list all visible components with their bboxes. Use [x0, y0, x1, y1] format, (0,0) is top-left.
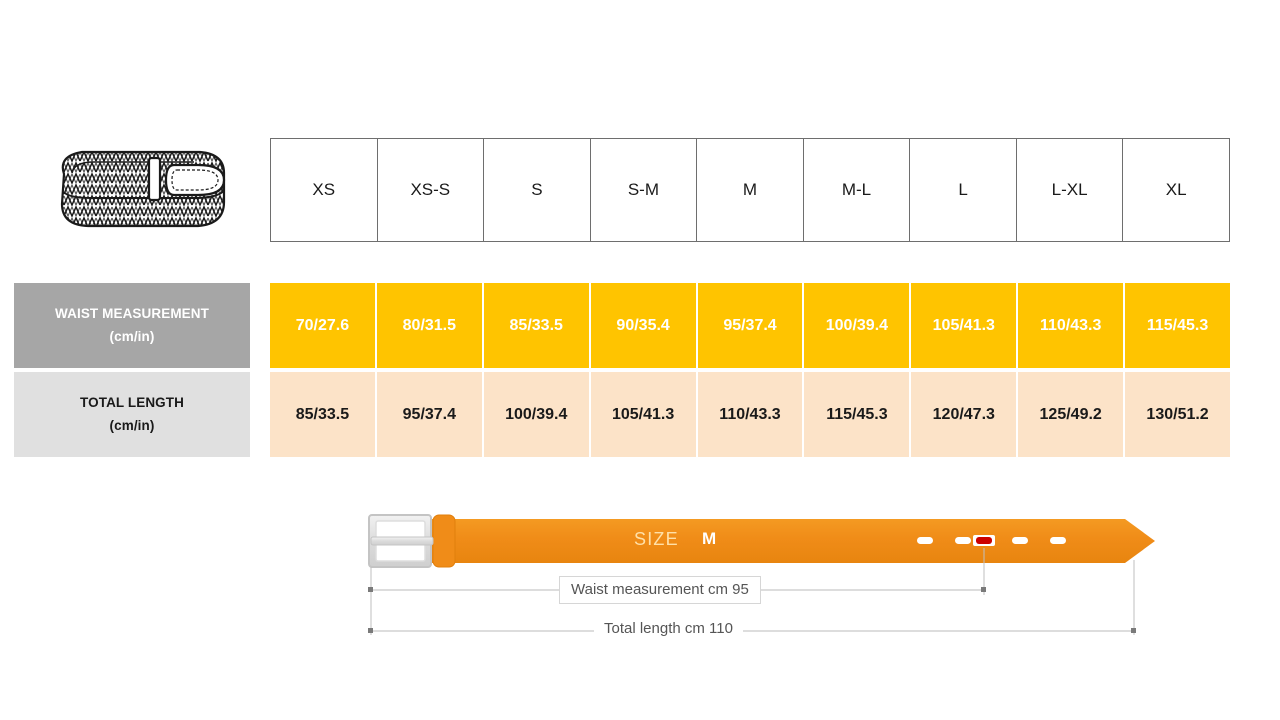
- length-value-cell: 130/51.2: [1125, 372, 1231, 457]
- belt-diagram-svg: [368, 514, 1155, 635]
- waist-value-cell: 100/39.4: [804, 283, 912, 368]
- length-dim-tick-right: [1131, 628, 1136, 633]
- size-header-cell: XL: [1122, 138, 1230, 242]
- length-value-cell: 120/47.3: [911, 372, 1019, 457]
- belt-buckle-prong: [370, 536, 434, 546]
- belt-hole: [1012, 537, 1028, 544]
- length-value-cell: 125/49.2: [1018, 372, 1126, 457]
- length-value-cell: 100/39.4: [483, 372, 591, 457]
- waist-label-line1: WAIST MEASUREMENT: [55, 305, 209, 321]
- length-dim-tick-left: [368, 628, 373, 633]
- size-header-cell: S-M: [589, 138, 698, 242]
- length-value-cell: 85/33.5: [270, 372, 377, 457]
- size-header-row: XS XS-S S S-M M M-L L L-XL XL: [270, 138, 1230, 242]
- size-header-table: XS XS-S S S-M M M-L L L-XL XL: [270, 138, 1230, 242]
- belt-hole: [1050, 537, 1066, 544]
- length-value-cell: 110/43.3: [697, 372, 805, 457]
- braided-belt-icon: [60, 150, 226, 228]
- size-header-cell: XS-S: [376, 138, 485, 242]
- waist-label-units: (cm/in): [109, 328, 155, 344]
- length-label-units: (cm/in): [109, 417, 155, 433]
- waist-value-cell: 115/45.3: [1125, 283, 1231, 368]
- waist-dimension-label: Waist measurement cm 95: [559, 576, 761, 604]
- total-length-value-cells: 85/33.5 95/37.4 100/39.4 105/41.3 110/43…: [270, 372, 1231, 457]
- total-length-row: TOTAL LENGTH (cm/in) 85/33.5 95/37.4 100…: [14, 372, 1231, 457]
- waist-value-cell: 70/27.6: [270, 283, 377, 368]
- waist-dim-tick-left: [368, 587, 373, 592]
- waist-measurement-label: WAIST MEASUREMENT (cm/in): [14, 283, 250, 368]
- size-header-cell: S: [483, 138, 591, 242]
- waist-value-cell: 85/33.5: [483, 283, 591, 368]
- total-length-dimension-label: Total length cm 110: [594, 618, 743, 639]
- length-value-cell: 105/41.3: [590, 372, 698, 457]
- belt-hole: [955, 537, 971, 544]
- product-illustration: [48, 140, 238, 240]
- waist-measurement-row: WAIST MEASUREMENT (cm/in) 70/27.6 80/31.…: [14, 283, 1231, 368]
- waist-value-cell: 80/31.5: [376, 283, 484, 368]
- belt-hole: [917, 537, 933, 544]
- size-header-cell: M: [696, 138, 804, 242]
- length-value-cell: 95/37.4: [376, 372, 484, 457]
- length-value-cell: 115/45.3: [804, 372, 912, 457]
- total-length-label: TOTAL LENGTH (cm/in): [14, 372, 250, 457]
- belt-keeper-loop: [432, 514, 456, 568]
- length-label-line1: TOTAL LENGTH: [80, 394, 184, 410]
- size-header-cell: M-L: [802, 138, 911, 242]
- waist-value-cell: 90/35.4: [590, 283, 698, 368]
- waist-dim-tick-right: [981, 587, 986, 592]
- belt-strap: [427, 519, 1155, 563]
- belt-hole-selected: [976, 537, 992, 544]
- size-header-cell: L: [909, 138, 1017, 242]
- waist-value-cell: 95/37.4: [697, 283, 805, 368]
- size-header-cell: L-XL: [1015, 138, 1124, 242]
- waist-value-cell: 105/41.3: [911, 283, 1019, 368]
- waist-value-cell: 110/43.3: [1018, 283, 1126, 368]
- belt-measurement-diagram: [355, 500, 1155, 660]
- waist-value-cells: 70/27.6 80/31.5 85/33.5 90/35.4 95/37.4 …: [270, 283, 1231, 368]
- size-header-cell: XS: [270, 138, 378, 242]
